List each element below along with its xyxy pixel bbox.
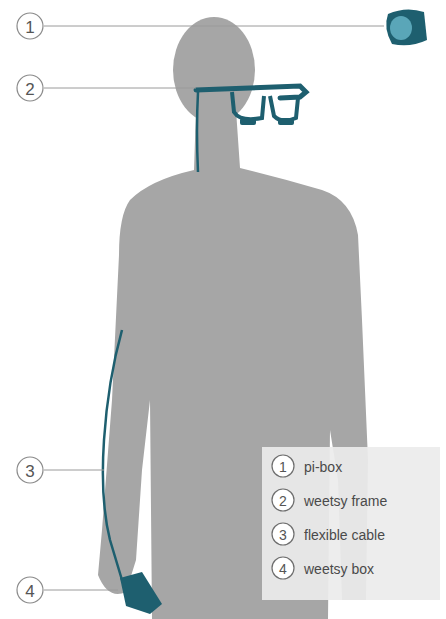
callout-circle	[17, 457, 43, 483]
weetsy-box	[120, 572, 162, 614]
legend-circle	[272, 455, 294, 477]
pi-box	[386, 9, 427, 45]
legend-text: weetsy box	[304, 562, 374, 576]
leader-line	[44, 88, 196, 89]
legend-number: 2	[272, 494, 294, 508]
callout-circle	[17, 577, 43, 603]
legend-number: 1	[272, 460, 294, 474]
legend-circle	[272, 489, 294, 511]
legend-circle	[272, 523, 294, 545]
callout-number: 4	[17, 583, 43, 600]
head-silhouette	[173, 17, 255, 123]
nose-pad	[240, 118, 256, 125]
callout-number: 1	[17, 19, 43, 36]
callout-number: 3	[17, 463, 43, 480]
legend-circle	[272, 557, 294, 579]
legend-panel	[262, 447, 440, 600]
glasses-lens	[232, 92, 264, 119]
callout-number: 2	[17, 81, 43, 98]
legend-text: flexible cable	[304, 528, 385, 542]
legend-number: 3	[272, 528, 294, 542]
callout-circle	[17, 75, 43, 101]
glasses-lens	[270, 96, 298, 121]
cable	[103, 330, 122, 580]
leader-line	[44, 26, 384, 27]
leader-line	[44, 590, 118, 591]
leader-line	[44, 470, 104, 471]
callout-circle	[17, 13, 43, 39]
legend-text: weetsy frame	[304, 494, 387, 508]
nose-pad	[278, 118, 294, 125]
legend-number: 4	[272, 562, 294, 576]
legend-text: pi-box	[304, 460, 342, 474]
glasses-frame	[196, 86, 306, 98]
pi-box-lens	[390, 16, 412, 40]
cable	[197, 92, 198, 172]
